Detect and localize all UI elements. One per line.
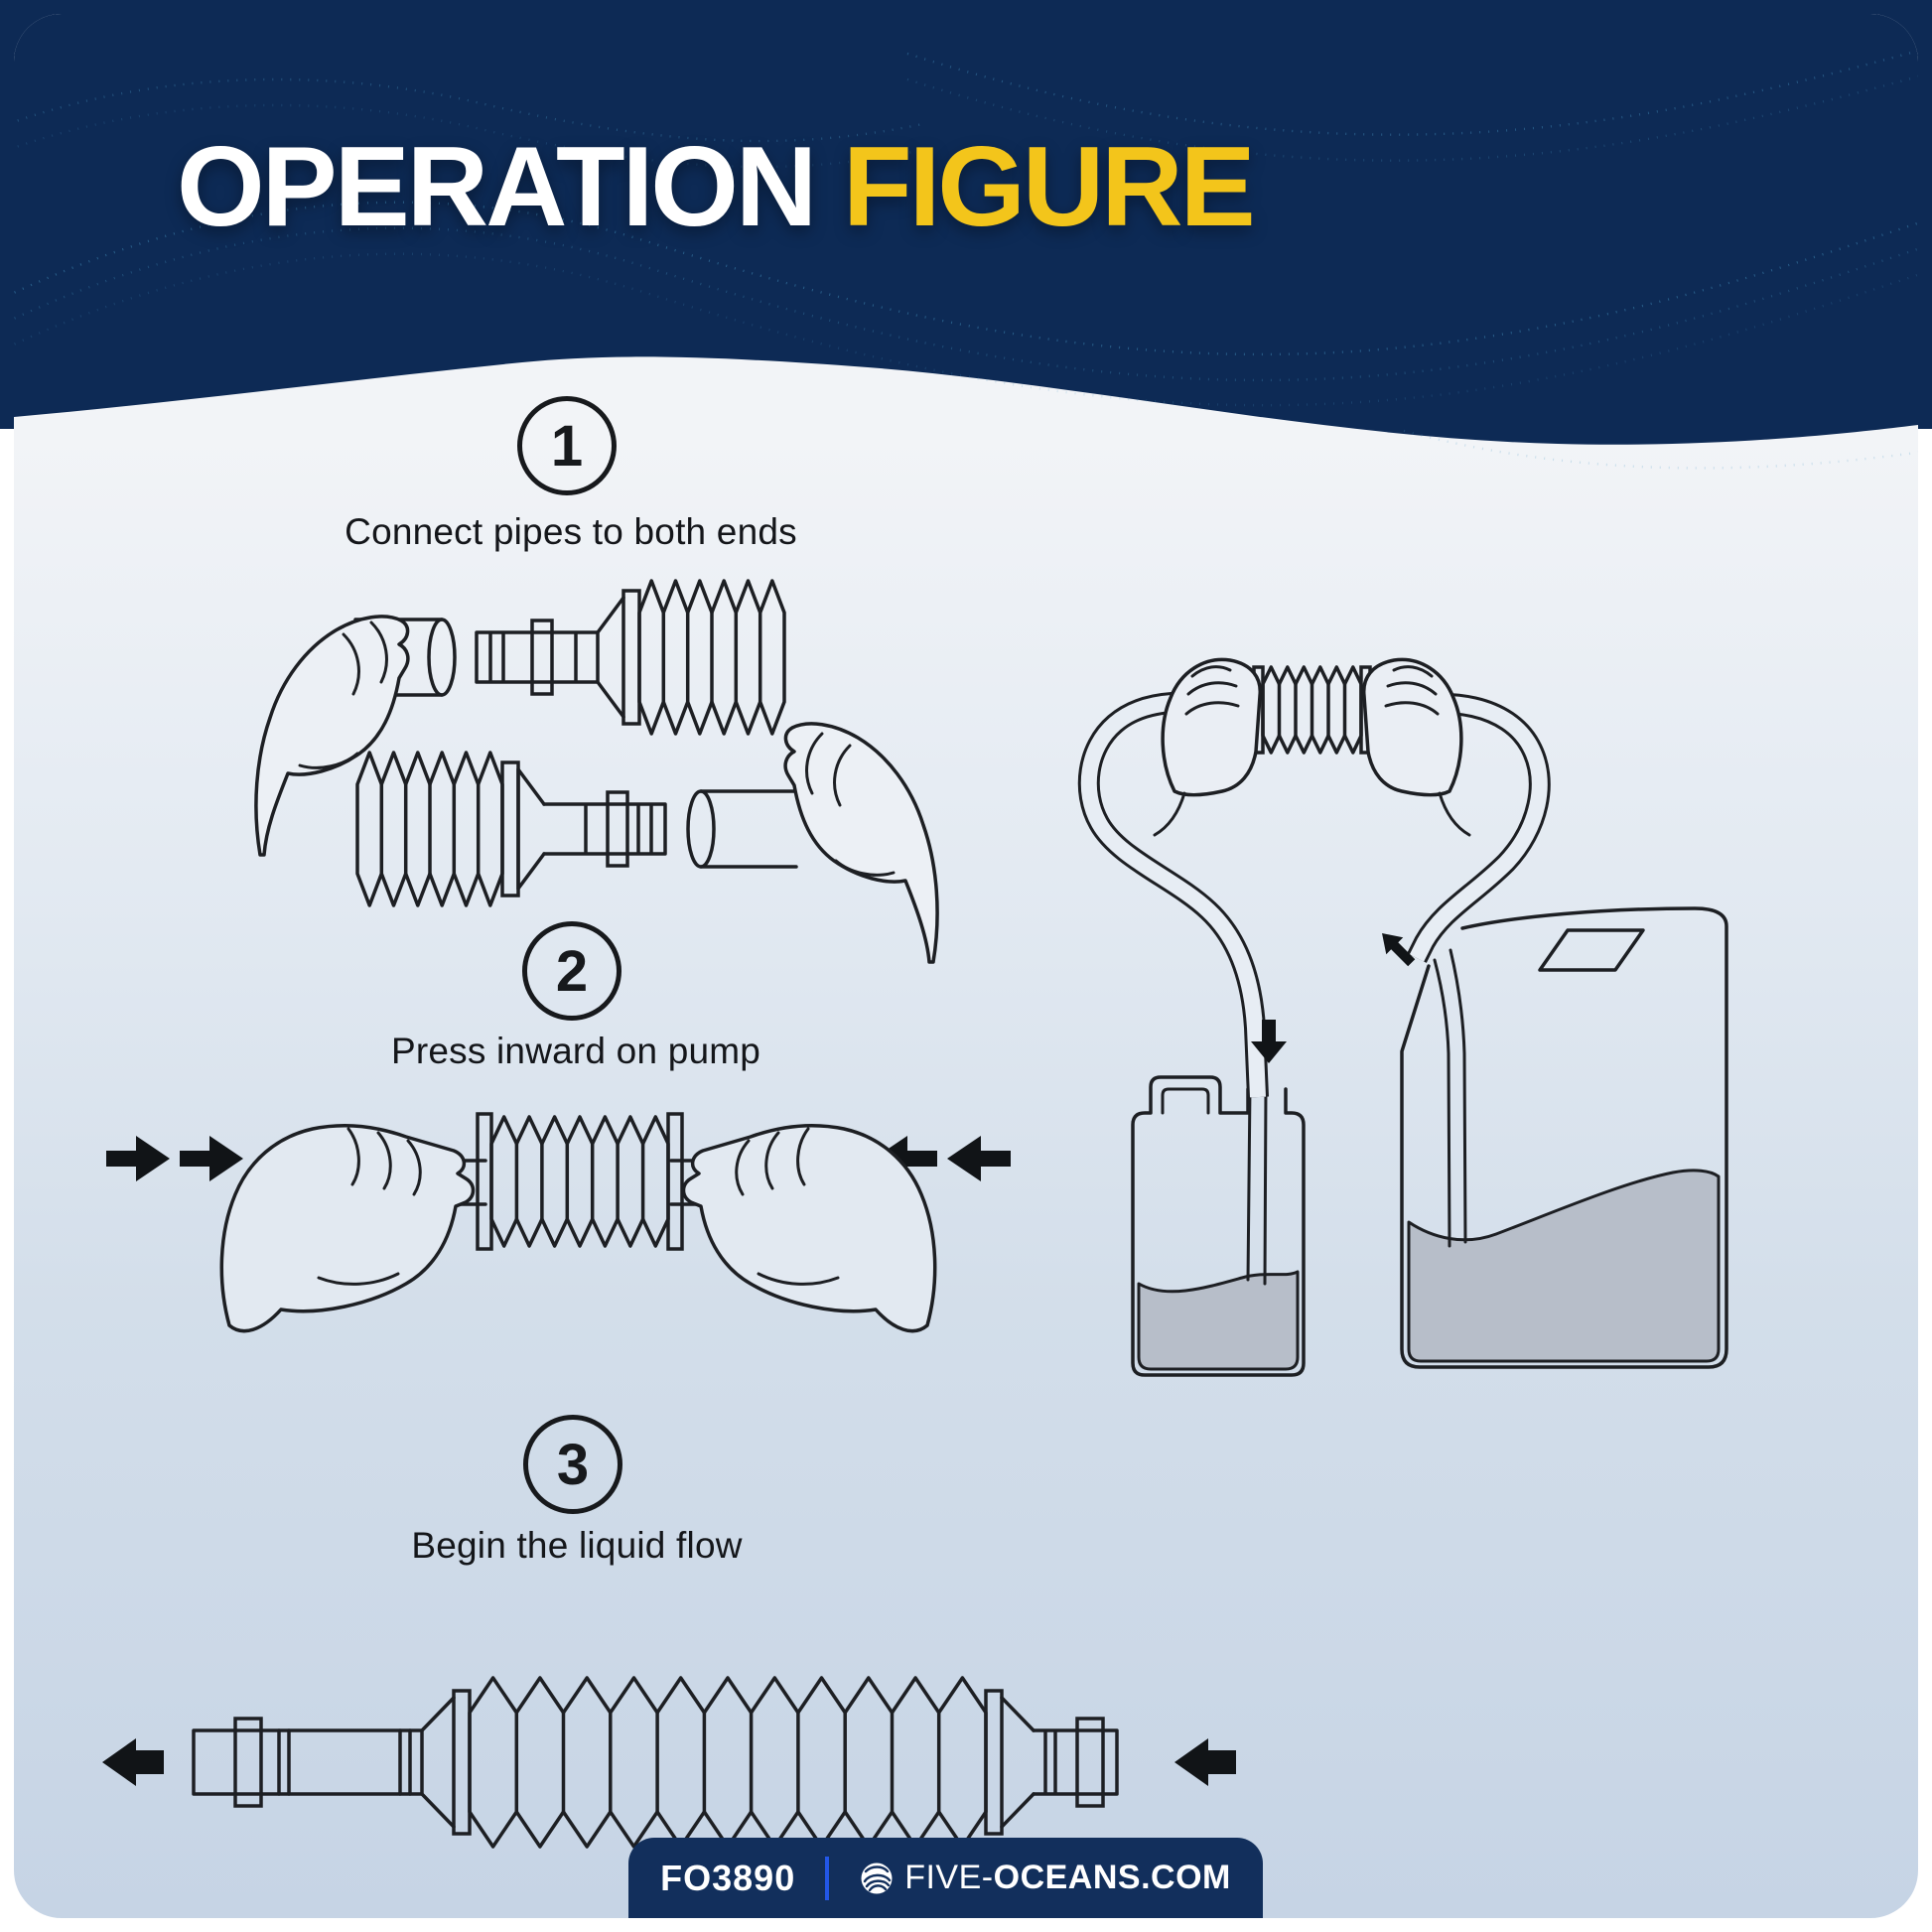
siphon-scene-illustration <box>1077 657 1728 1377</box>
hand-icon <box>669 1123 937 1333</box>
liquid-fill <box>1407 1169 1721 1363</box>
pipe <box>686 789 798 869</box>
wave-logo-icon <box>861 1863 893 1893</box>
poster-card: OPERATION FIGURE 1 Connect pipes to both… <box>14 14 1918 1918</box>
liquid-fill <box>1137 1270 1300 1371</box>
arrow-left-icon <box>1174 1738 1236 1786</box>
step-1-caption: Connect pipes to both ends <box>345 511 797 552</box>
arrow-down-icon <box>1251 1020 1287 1063</box>
step-2-badge: 2 <box>522 921 621 1021</box>
handle-cutout <box>1538 928 1645 972</box>
step-2-caption: Press inward on pump <box>390 1031 761 1071</box>
hand-icon <box>1362 657 1471 837</box>
step-2-number: 2 <box>555 938 589 1004</box>
product-code: FO3890 <box>660 1857 796 1898</box>
pump-expanded <box>192 1676 1119 1849</box>
footer-bar: FO3890 FIVE-OCEANS.COM <box>628 1838 1263 1918</box>
tube-inside-small-can <box>1246 1085 1268 1286</box>
step-1-badge: 1 <box>517 396 617 495</box>
arrow-left-icon <box>102 1738 164 1786</box>
step-3-badge: 3 <box>523 1415 622 1514</box>
arrow-up-left-icon <box>1382 933 1416 967</box>
tube-inside-large-can <box>1433 948 1467 1248</box>
large-jerry-can <box>1400 906 1728 1369</box>
footer-divider <box>825 1856 830 1900</box>
step-3-illustration <box>102 1676 1236 1849</box>
bellows-pump <box>489 1115 670 1248</box>
left-hose <box>1077 691 1269 1098</box>
arrow-right-icon <box>106 1136 243 1181</box>
header-dot-texture <box>14 49 1918 470</box>
step-2-illustration <box>106 1112 1011 1333</box>
bellows <box>637 579 786 736</box>
hand-icon <box>783 722 939 964</box>
page-title: OPERATION FIGURE <box>177 131 1256 244</box>
step-3-number: 3 <box>556 1432 590 1497</box>
brand-site: FIVE-OCEANS.COM <box>904 1859 1231 1897</box>
small-jerry-can <box>1131 1075 1306 1377</box>
title-main: OPERATION <box>177 124 817 250</box>
hand-icon <box>254 615 410 857</box>
hand-icon <box>1153 657 1262 837</box>
step-3-caption: Begin the liquid flow <box>411 1525 743 1566</box>
bellows <box>468 1676 988 1849</box>
bellows <box>355 751 504 907</box>
title-accent: FIGURE <box>842 124 1256 250</box>
right-hose <box>1385 692 1551 963</box>
pump-connector-mirrored <box>355 751 667 907</box>
pump-connector <box>475 579 786 736</box>
brand-site-suffix: OCEANS.COM <box>993 1859 1231 1896</box>
header-wave <box>14 14 1918 470</box>
step-1-number: 1 <box>550 413 584 479</box>
step-1-illustration <box>254 579 939 964</box>
brand-site-prefix: FIVE- <box>904 1859 994 1896</box>
hand-icon <box>219 1123 487 1333</box>
brand: FIVE-OCEANS.COM <box>859 1859 1231 1897</box>
